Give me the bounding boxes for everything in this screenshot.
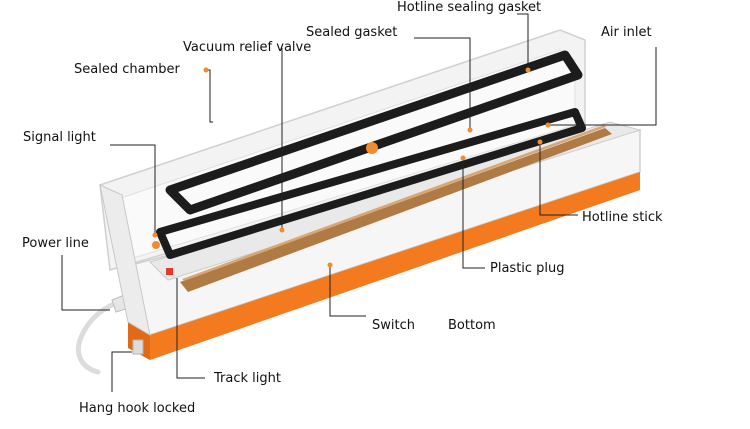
label-hotline-sealing-gasket: Hotline sealing gasket: [397, 0, 542, 15]
dot-vacuum-relief-valve: [279, 227, 285, 233]
leader-switch: [329, 265, 366, 317]
label-hotline-stick: Hotline stick: [582, 210, 663, 225]
dot-hotline-sealing-gasket: [525, 67, 531, 73]
sealer-end-cap: [99, 184, 151, 337]
leader-air-inlet: [548, 47, 657, 126]
leader-track-light: [176, 278, 205, 379]
sealed-gasket: [156, 108, 586, 259]
leader-lines: [61, 13, 657, 392]
dot-plastic-plug: [460, 155, 466, 161]
hang-hook: [132, 339, 144, 355]
heating-strip: [180, 128, 612, 292]
signal-light-lamp: [152, 241, 160, 249]
label-bottom: Bottom: [448, 318, 496, 333]
dot-signal-light: [152, 232, 158, 238]
leader-hang-hook: [111, 351, 132, 392]
label-sealed-gasket: Sealed gasket: [306, 25, 398, 40]
dot-hotline-stick: [537, 139, 543, 145]
label-power-line: Power line: [22, 236, 89, 251]
heating-strip-highlight: [182, 125, 606, 281]
hotline-sealing-gasket: [165, 50, 583, 215]
label-sealed-chamber: Sealed chamber: [74, 62, 180, 77]
dot-sealed-chamber: [203, 67, 209, 73]
leader-signal-light: [110, 144, 156, 235]
label-switch: Switch: [372, 318, 415, 333]
leader-dots: [152, 67, 551, 268]
power-cable: [75, 295, 133, 375]
label-signal-light: Signal light: [23, 130, 96, 145]
dot-sealed-gasket: [467, 127, 473, 133]
leader-power-line: [61, 255, 110, 311]
leader-hotline-sealing-gasket: [517, 13, 529, 70]
leader-sealed-chamber: [206, 69, 213, 123]
vacuum-relief-valve-knob: [366, 142, 378, 154]
dot-switch: [327, 262, 333, 268]
label-air-inlet: Air inlet: [601, 25, 652, 40]
label-hang-hook-locked: Hang hook locked: [79, 401, 196, 416]
label-vacuum-relief-valve: Vacuum relief valve: [183, 40, 312, 55]
dot-air-inlet: [545, 122, 551, 128]
label-track-light: Track light: [214, 371, 281, 386]
leader-plastic-plug: [462, 158, 485, 269]
sealer-orange-base: [150, 172, 640, 360]
leader-hotline-stick: [539, 142, 578, 216]
leader-sealed-gasket: [414, 37, 471, 130]
track-light-lamp: [166, 268, 173, 275]
label-plastic-plug: Plastic plug: [490, 261, 565, 276]
